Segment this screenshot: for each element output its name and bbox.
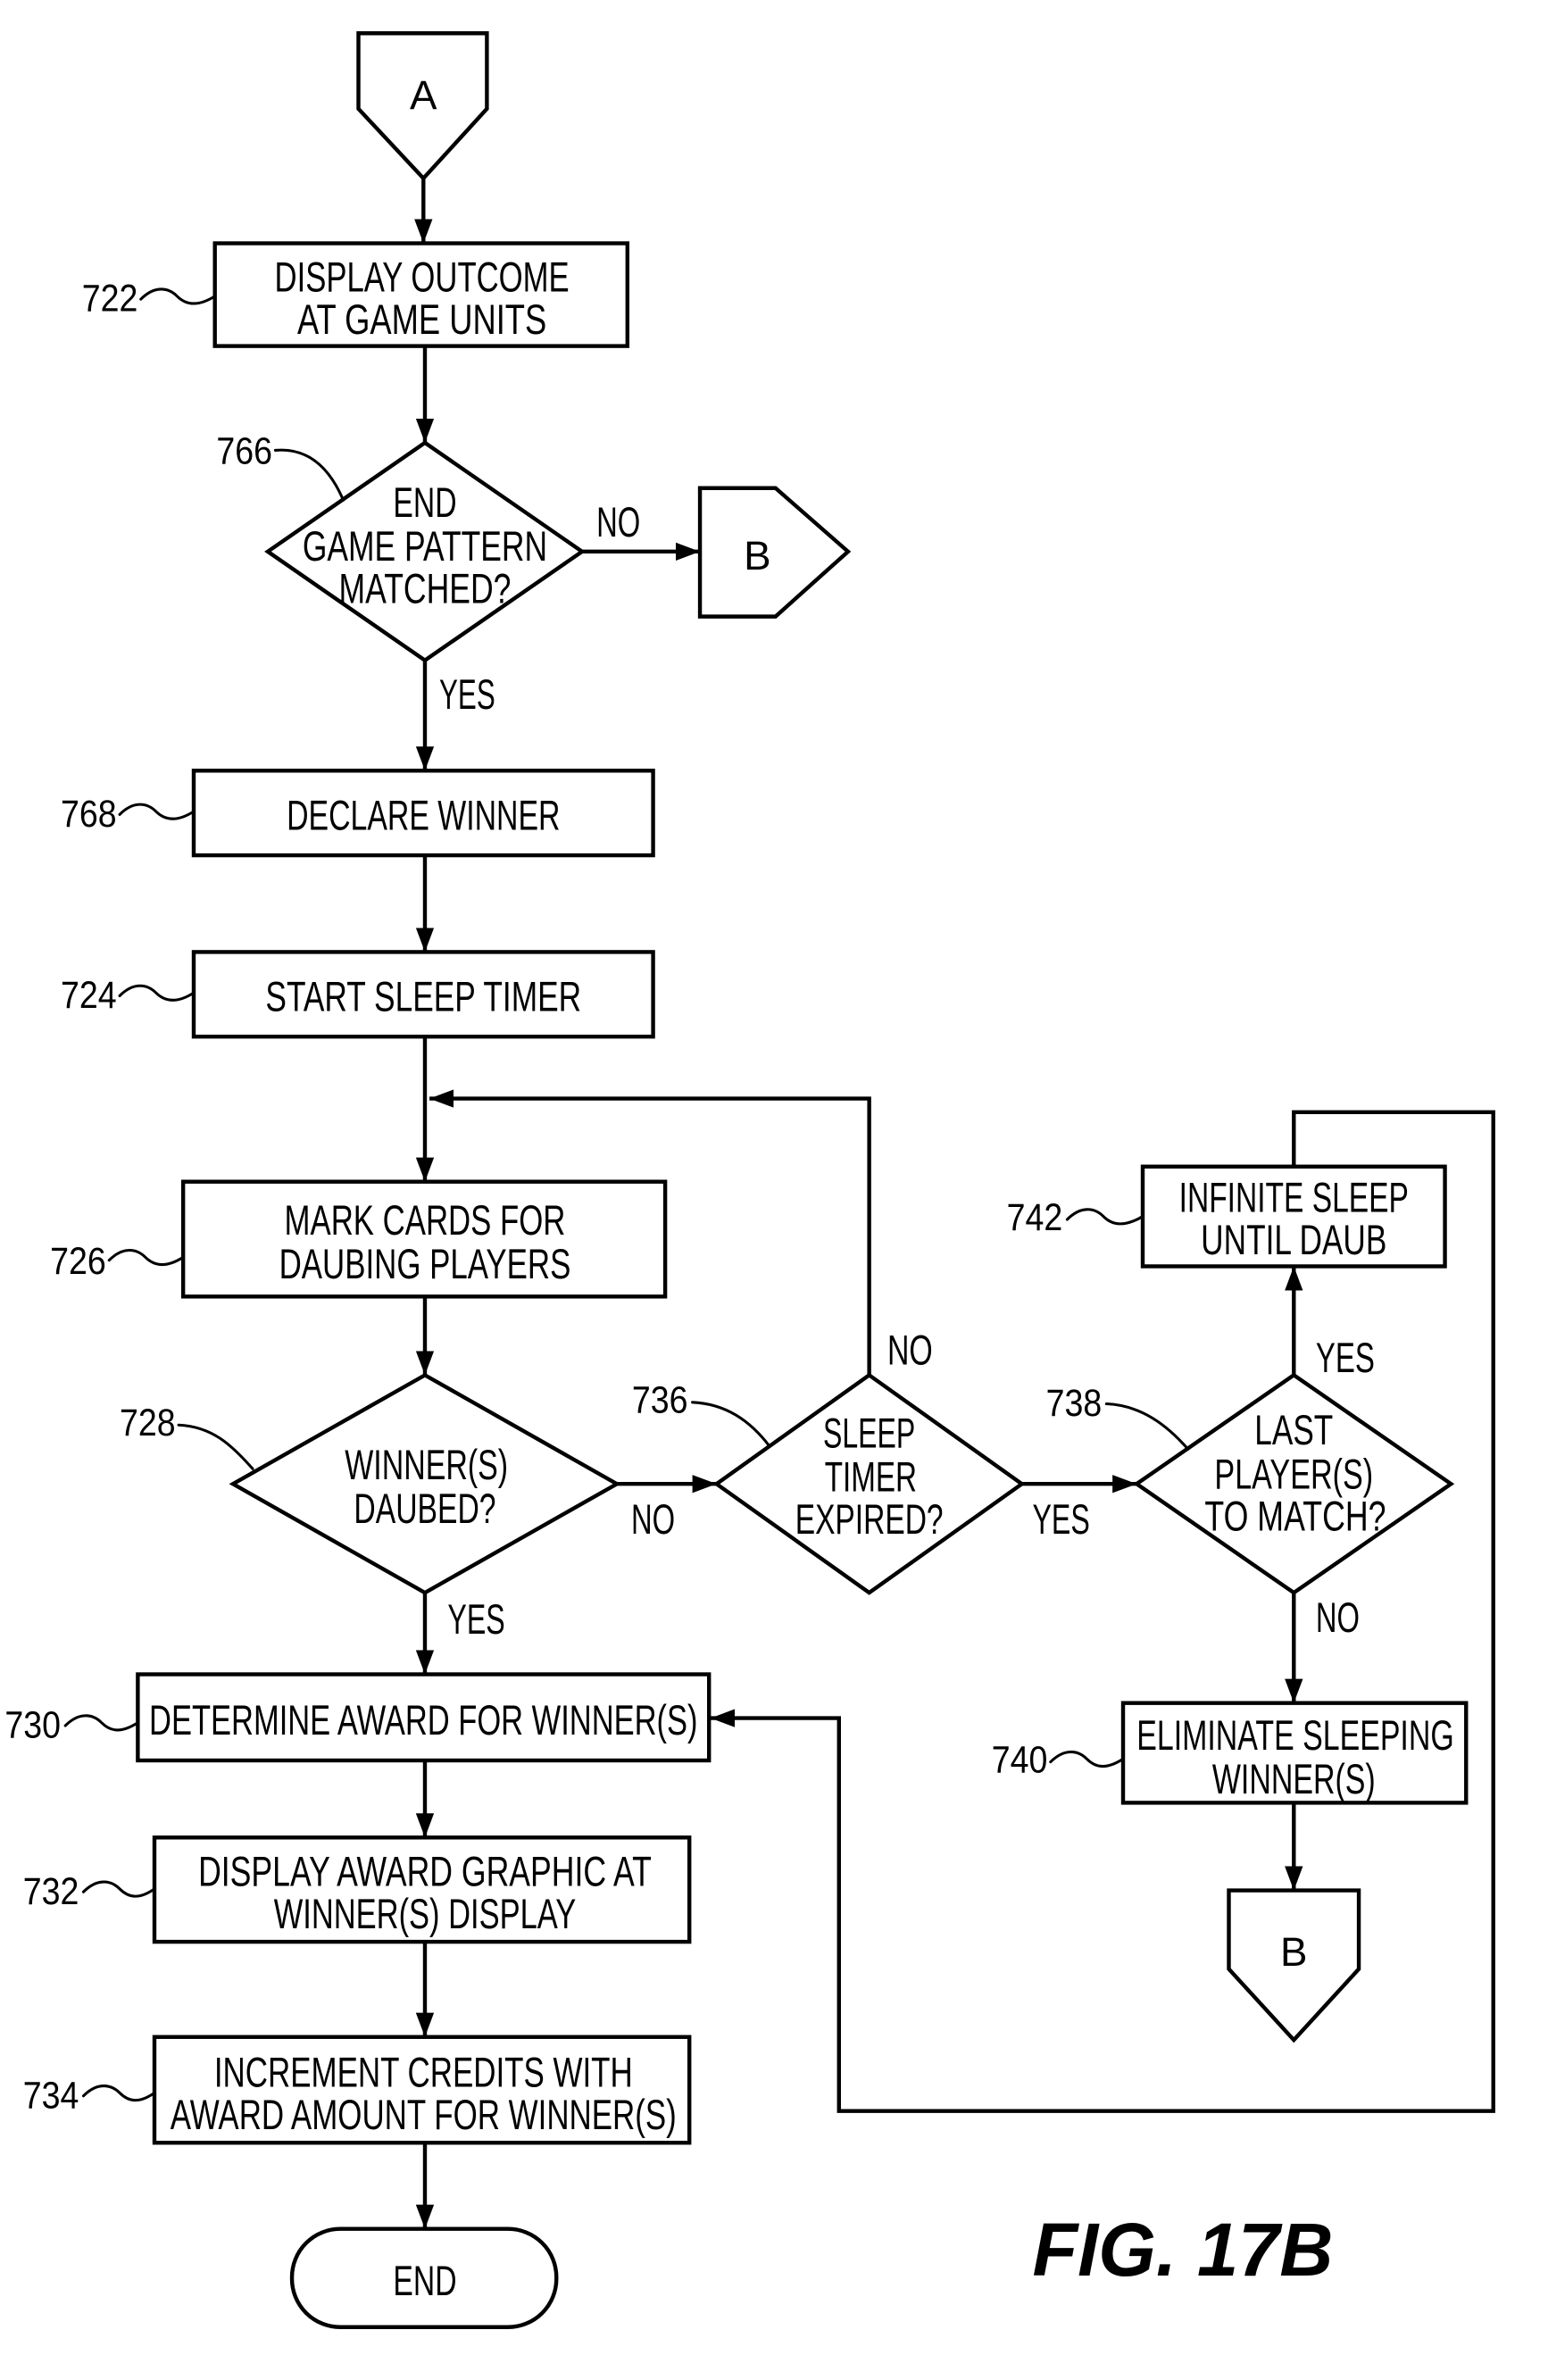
reference-numeral: 740: [992, 1739, 1048, 1781]
node-label: END: [393, 479, 456, 527]
leader-line: [139, 287, 217, 305]
branch-label-yes: YES: [439, 671, 495, 719]
leader-line: [1049, 1750, 1125, 1768]
process-box-display-outcome: DISPLAY OUTCOME AT GAME UNITS: [212, 241, 630, 348]
reference-numeral: 722: [82, 278, 138, 320]
node-label: GAME PATTERN: [303, 523, 547, 570]
figure-caption: FIG. 17B: [1032, 2207, 1333, 2292]
leader-line: [107, 1248, 185, 1267]
process-box-shape: [152, 2035, 692, 2145]
off-page-connector-b: B: [697, 486, 852, 619]
node-label: WINNER(S) DISPLAY: [274, 1891, 577, 1938]
node-label: START SLEEP TIMER: [265, 973, 581, 1020]
decision-diamond-winners-daubed: WINNER(S) DAUBED?: [229, 1372, 621, 1595]
branch-label-yes: YES: [1032, 1496, 1089, 1544]
node-label: INCREMENT CREDITS WITH: [214, 2050, 633, 2097]
node-label: DAUBING PLAYERS: [279, 1241, 571, 1288]
reference-numeral: 766: [216, 430, 272, 472]
node-label: MATCHED?: [339, 565, 512, 612]
process-box-shape: [152, 1835, 692, 1944]
process-box-infinite-sleep: INFINITE SLEEP UNTIL DAUB: [1140, 1164, 1447, 1269]
node-label: END: [393, 2258, 456, 2305]
off-page-connector-b: B: [1227, 1888, 1361, 2043]
node-label: TIMER: [825, 1454, 917, 1502]
terminator-shape: [289, 2226, 559, 2329]
off-page-connector-a: A: [356, 31, 489, 181]
connector-label: B: [1280, 1929, 1307, 1975]
reference-numeral: 742: [1007, 1196, 1063, 1238]
process-box-determine-award: DETERMINE AWARD FOR WINNER(S): [136, 1672, 712, 1763]
reference-numeral: 736: [632, 1379, 688, 1421]
node-label: MARK CARDS FOR: [285, 1197, 566, 1244]
node-label: DECLARE WINNER: [287, 792, 560, 839]
leader-line: [63, 1714, 139, 1732]
node-label: WINNER(S): [1212, 1756, 1376, 1803]
reference-numeral: 738: [1046, 1382, 1103, 1424]
connector-shape: [356, 31, 489, 181]
reference-numeral: 724: [61, 974, 117, 1016]
leader-line: [118, 984, 196, 1002]
leader-line: [691, 1401, 771, 1448]
branch-label-no: NO: [1316, 1594, 1360, 1642]
reference-numeral: 728: [120, 1402, 176, 1444]
process-box-shape: [212, 241, 630, 348]
reference-numeral: 730: [4, 1704, 61, 1746]
connector-label: B: [744, 533, 770, 578]
node-label: EXPIRED?: [795, 1496, 944, 1544]
process-box-shape: [136, 1672, 712, 1763]
branch-label-no: NO: [887, 1327, 933, 1375]
decision-diamond-end-game-pattern-matched: END GAME PATTERN MATCHED?: [264, 440, 586, 663]
flow-arrow: [710, 1110, 1495, 2113]
leader-line: [118, 803, 196, 820]
connector-label: A: [410, 72, 437, 118]
leader-line: [81, 2085, 156, 2102]
node-label: AT GAME UNITS: [297, 296, 546, 344]
process-box-start-sleep-timer: START SLEEP TIMER: [191, 950, 655, 1039]
branch-label-no: NO: [596, 499, 640, 546]
leader-line: [81, 1880, 156, 1898]
process-box-shape: [1120, 1701, 1469, 1805]
node-label: ELIMINATE SLEEPING: [1136, 1712, 1453, 1760]
terminator-end: END: [289, 2226, 559, 2329]
node-label: UNTIL DAUB: [1201, 1217, 1386, 1264]
node-label: PLAYER(S): [1214, 1451, 1373, 1498]
process-box-shape: [180, 1179, 668, 1299]
node-label: DISPLAY AWARD GRAPHIC AT: [198, 1848, 652, 1895]
leader-line: [177, 1423, 254, 1470]
leader-line: [273, 448, 345, 502]
process-box-declare-winner: DECLARE WINNER: [191, 769, 655, 858]
process-box-display-award-graphic: DISPLAY AWARD GRAPHIC AT WINNER(S) DISPL…: [152, 1835, 692, 1944]
process-box-shape: [191, 769, 655, 858]
node-label: LAST: [1254, 1407, 1333, 1454]
branch-label-no: NO: [631, 1496, 675, 1544]
branch-label-yes: YES: [447, 1596, 504, 1644]
branch-label-yes: YES: [1316, 1335, 1375, 1382]
reference-numeral: 732: [23, 1870, 79, 1912]
process-box-mark-cards: MARK CARDS FOR DAUBING PLAYERS: [180, 1179, 668, 1299]
connector-shape: [1227, 1888, 1361, 2043]
node-label: INFINITE SLEEP: [1179, 1175, 1409, 1222]
decision-diamond-last-players-to-match: LAST PLAYER(S) TO MATCH?: [1133, 1372, 1455, 1595]
leader-line: [1065, 1208, 1144, 1226]
node-label: WINNER(S): [345, 1442, 508, 1489]
reference-numeral: 768: [61, 793, 117, 835]
decision-diamond-sleep-timer-expired: SLEEP TIMER EXPIRED?: [712, 1372, 1026, 1595]
connector-shape: [697, 486, 852, 619]
flow-arrow: [429, 1089, 871, 1376]
node-label: AWARD AMOUNT FOR WINNER(S): [171, 2092, 677, 2139]
node-label: DAUBED?: [354, 1485, 495, 1533]
node-label: DETERMINE AWARD FOR WINNER(S): [149, 1697, 697, 1744]
node-label: TO MATCH?: [1204, 1494, 1386, 1541]
reference-numeral: 734: [23, 2074, 79, 2116]
leader-line: [1104, 1402, 1190, 1451]
node-label: SLEEP: [823, 1411, 915, 1458]
process-box-increment-credits: INCREMENT CREDITS WITH AWARD AMOUNT FOR …: [152, 2035, 692, 2145]
process-box-eliminate-sleeping-winners: ELIMINATE SLEEPING WINNER(S): [1120, 1701, 1469, 1805]
decision-diamond-shape: [712, 1372, 1026, 1595]
node-label: DISPLAY OUTCOME: [275, 254, 570, 302]
reference-numeral: 726: [50, 1240, 106, 1282]
